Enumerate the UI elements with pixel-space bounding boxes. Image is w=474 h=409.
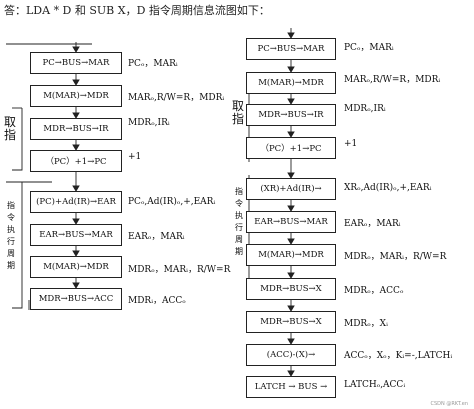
left-signal-5: PCₒ,Ad(IR)ₒ,+,EARᵢ: [128, 197, 216, 207]
flow-arrow-head: [287, 272, 295, 279]
left-box-1: PC→BUS→MAR: [30, 52, 122, 74]
right-signal-8: MDRₒ，ACCₒ: [344, 286, 404, 296]
flow-arrow-head: [287, 370, 295, 377]
right-signal-7: MDRₒ，MARᵢ，R/W=R: [344, 252, 447, 262]
flow-arrow-head: [72, 250, 80, 257]
right-signal-4: +1: [344, 139, 358, 149]
left-signal-6: EARₒ，MARᵢ: [128, 232, 185, 242]
left-signal-8: MDRᵢ，ACCₒ: [128, 296, 186, 306]
right-box-2: M(MAR)→MDR: [246, 72, 336, 94]
flow-arrow-head: [287, 238, 295, 245]
right-box-10: (ACC)-(X)→: [246, 344, 336, 366]
right-box-3: MDR→BUS→IR: [246, 104, 336, 126]
flow-arrow-head: [72, 185, 80, 192]
flow-entry-head: [287, 32, 295, 39]
left-exec-label: 指令执行周期: [7, 201, 15, 270]
flow-arrow-head: [72, 112, 80, 119]
flow-arrow-head: [72, 144, 80, 151]
right-box-7: M(MAR)→MDR: [246, 244, 336, 266]
left-signal-2: MARₒ,R/W=R，MDRᵢ: [128, 93, 225, 103]
left-signal-1: PCₒ，MARᵢ: [128, 59, 178, 69]
flow-entry-head: [72, 46, 80, 53]
right-box-5: (XR)+Ad(IR)→: [246, 178, 336, 200]
right-signal-2: MARₒ,R/W=R，MDRᵢ: [344, 75, 441, 85]
flow-arrow-head: [287, 131, 295, 138]
right-box-11: LATCH → BUS →: [246, 376, 336, 398]
watermark: CSDN @RKT.en: [430, 401, 468, 407]
right-signal-10: ACCₒ，Xₒ，Kᵢ=-,LATCHᵢ: [344, 351, 453, 361]
right-signal-11: LATCHₒ,ACCᵢ: [344, 380, 406, 390]
right-box-4: （PC）+1→PC: [246, 137, 336, 159]
right-box-8: MDR→BUS→X: [246, 278, 336, 300]
left-box-3: MDR→BUS→IR: [30, 118, 122, 140]
flow-arrow-head: [287, 205, 295, 212]
right-exec-label: 指令执行周期: [235, 187, 243, 256]
right-signal-6: EARₒ，MARᵢ: [344, 219, 401, 229]
left-signal-3: MDRₒ,IRᵢ: [128, 118, 170, 128]
right-signal-9: MDRₒ，Xᵢ: [344, 319, 388, 329]
right-signal-3: MDRₒ,IRᵢ: [344, 104, 386, 114]
flow-arrow-head: [72, 218, 80, 225]
flow-arrow-head: [287, 172, 295, 179]
right-signal-5: XRₒ,Ad(IR)ₒ,+,EARᵢ: [344, 183, 432, 193]
right-signal-1: PCₒ，MARᵢ: [344, 43, 394, 53]
flow-arrow-head: [287, 98, 295, 105]
left-fetch-label: 取指: [3, 115, 16, 142]
right-box-9: MDR→BUS→X: [246, 311, 336, 333]
right-box-6: EAR→BUS→MAR: [246, 211, 336, 233]
left-signal-7: MDRₒ，MARᵢ，R/W=R: [128, 265, 231, 275]
left-box-8: MDR→BUS→ACC: [30, 288, 122, 310]
header-text: 答：LDA * D 和 SUB X，D 指令周期信息流图如下：: [4, 4, 270, 17]
left-box-2: M(MAR)→MDR: [30, 85, 122, 107]
flow-arrow-head: [287, 338, 295, 345]
left-signal-4: +1: [128, 152, 142, 162]
left-box-5: (PC)+Ad(IR)→EAR: [30, 191, 122, 213]
right-fetch-label: 取指: [231, 99, 244, 126]
flow-arrow-head: [72, 282, 80, 289]
left-box-4: （PC）+1→PC: [30, 150, 122, 172]
flow-arrow-head: [287, 66, 295, 73]
right-box-1: PC→BUS→MAR: [246, 38, 336, 60]
flow-arrow-head: [287, 305, 295, 312]
left-box-6: EAR→BUS→MAR: [30, 224, 122, 246]
flow-arrow-head: [72, 79, 80, 86]
left-box-7: M(MAR)→MDR: [30, 256, 122, 278]
